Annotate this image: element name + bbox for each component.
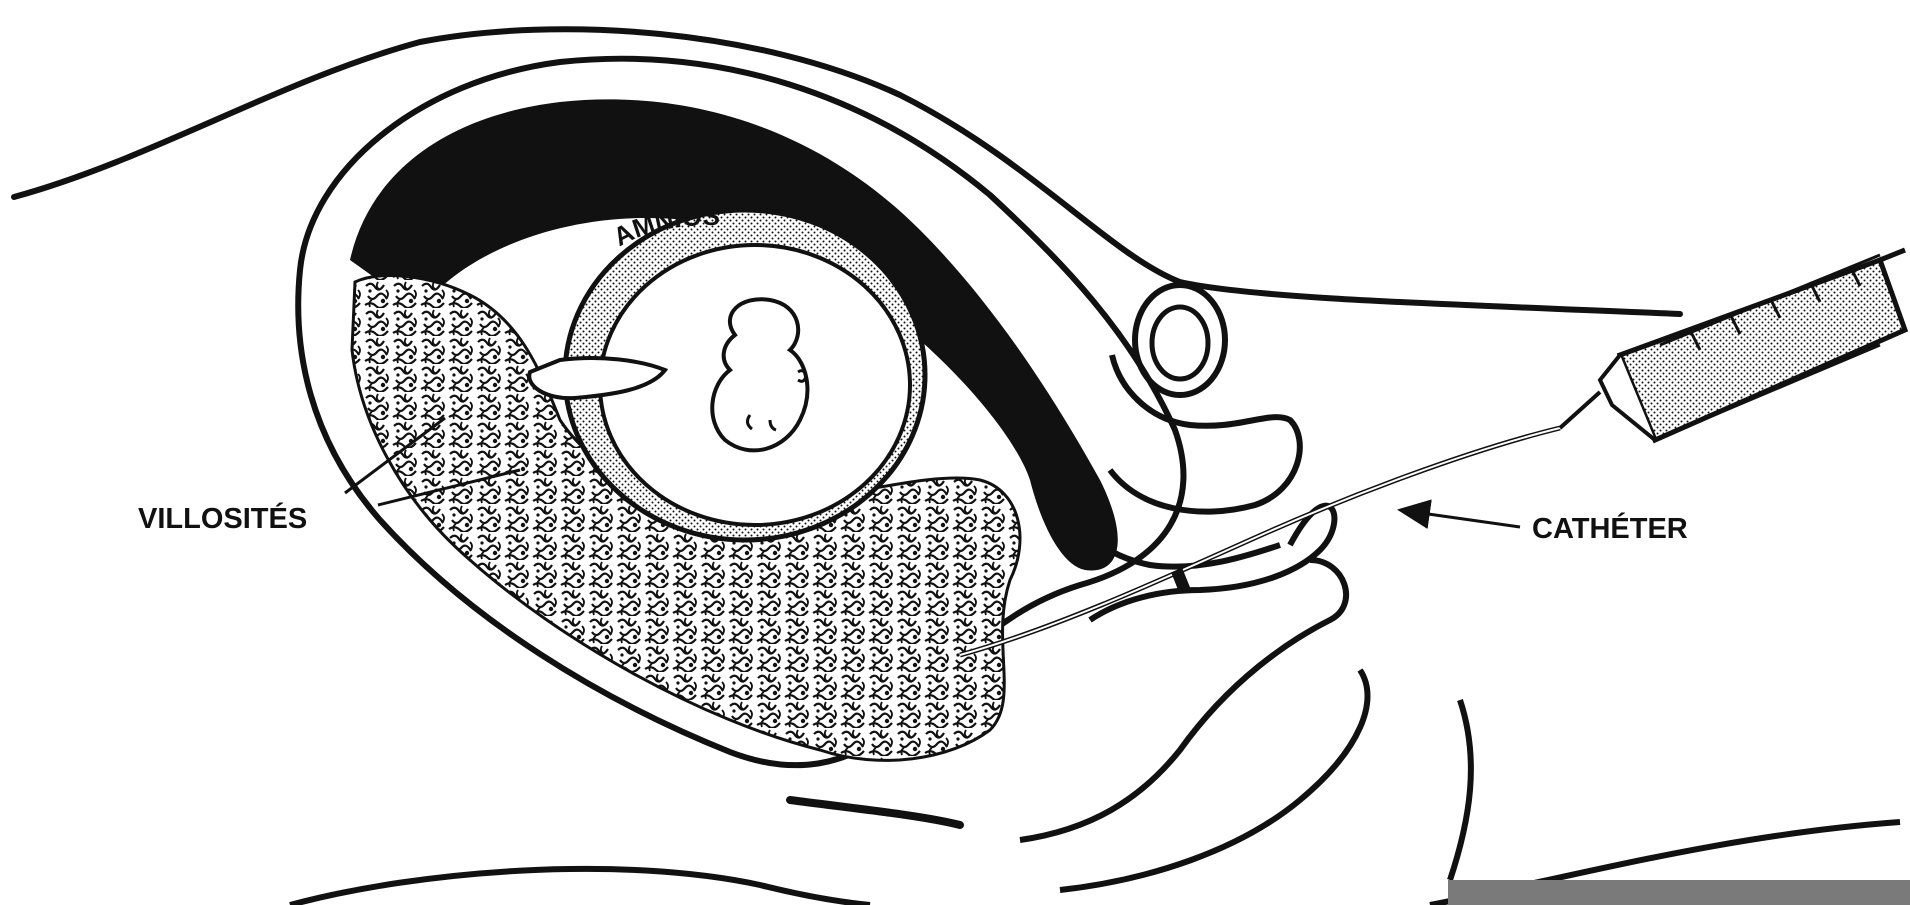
pubic-bone	[1110, 355, 1300, 512]
villosites-label: VILLOSITÉS	[138, 501, 307, 535]
perineum	[1060, 670, 1368, 890]
bladder-inner	[1152, 307, 1208, 379]
syringe-icon	[1560, 250, 1905, 440]
corner-bar	[1448, 880, 1910, 905]
catheter-arrow	[1400, 510, 1520, 527]
vaginal-wall-lower	[1020, 560, 1346, 840]
body-outline-lower	[290, 869, 870, 905]
catheter-label: CATHÉTER	[1532, 511, 1688, 545]
anal-canal	[1450, 700, 1471, 880]
rectum-fold	[790, 800, 960, 825]
